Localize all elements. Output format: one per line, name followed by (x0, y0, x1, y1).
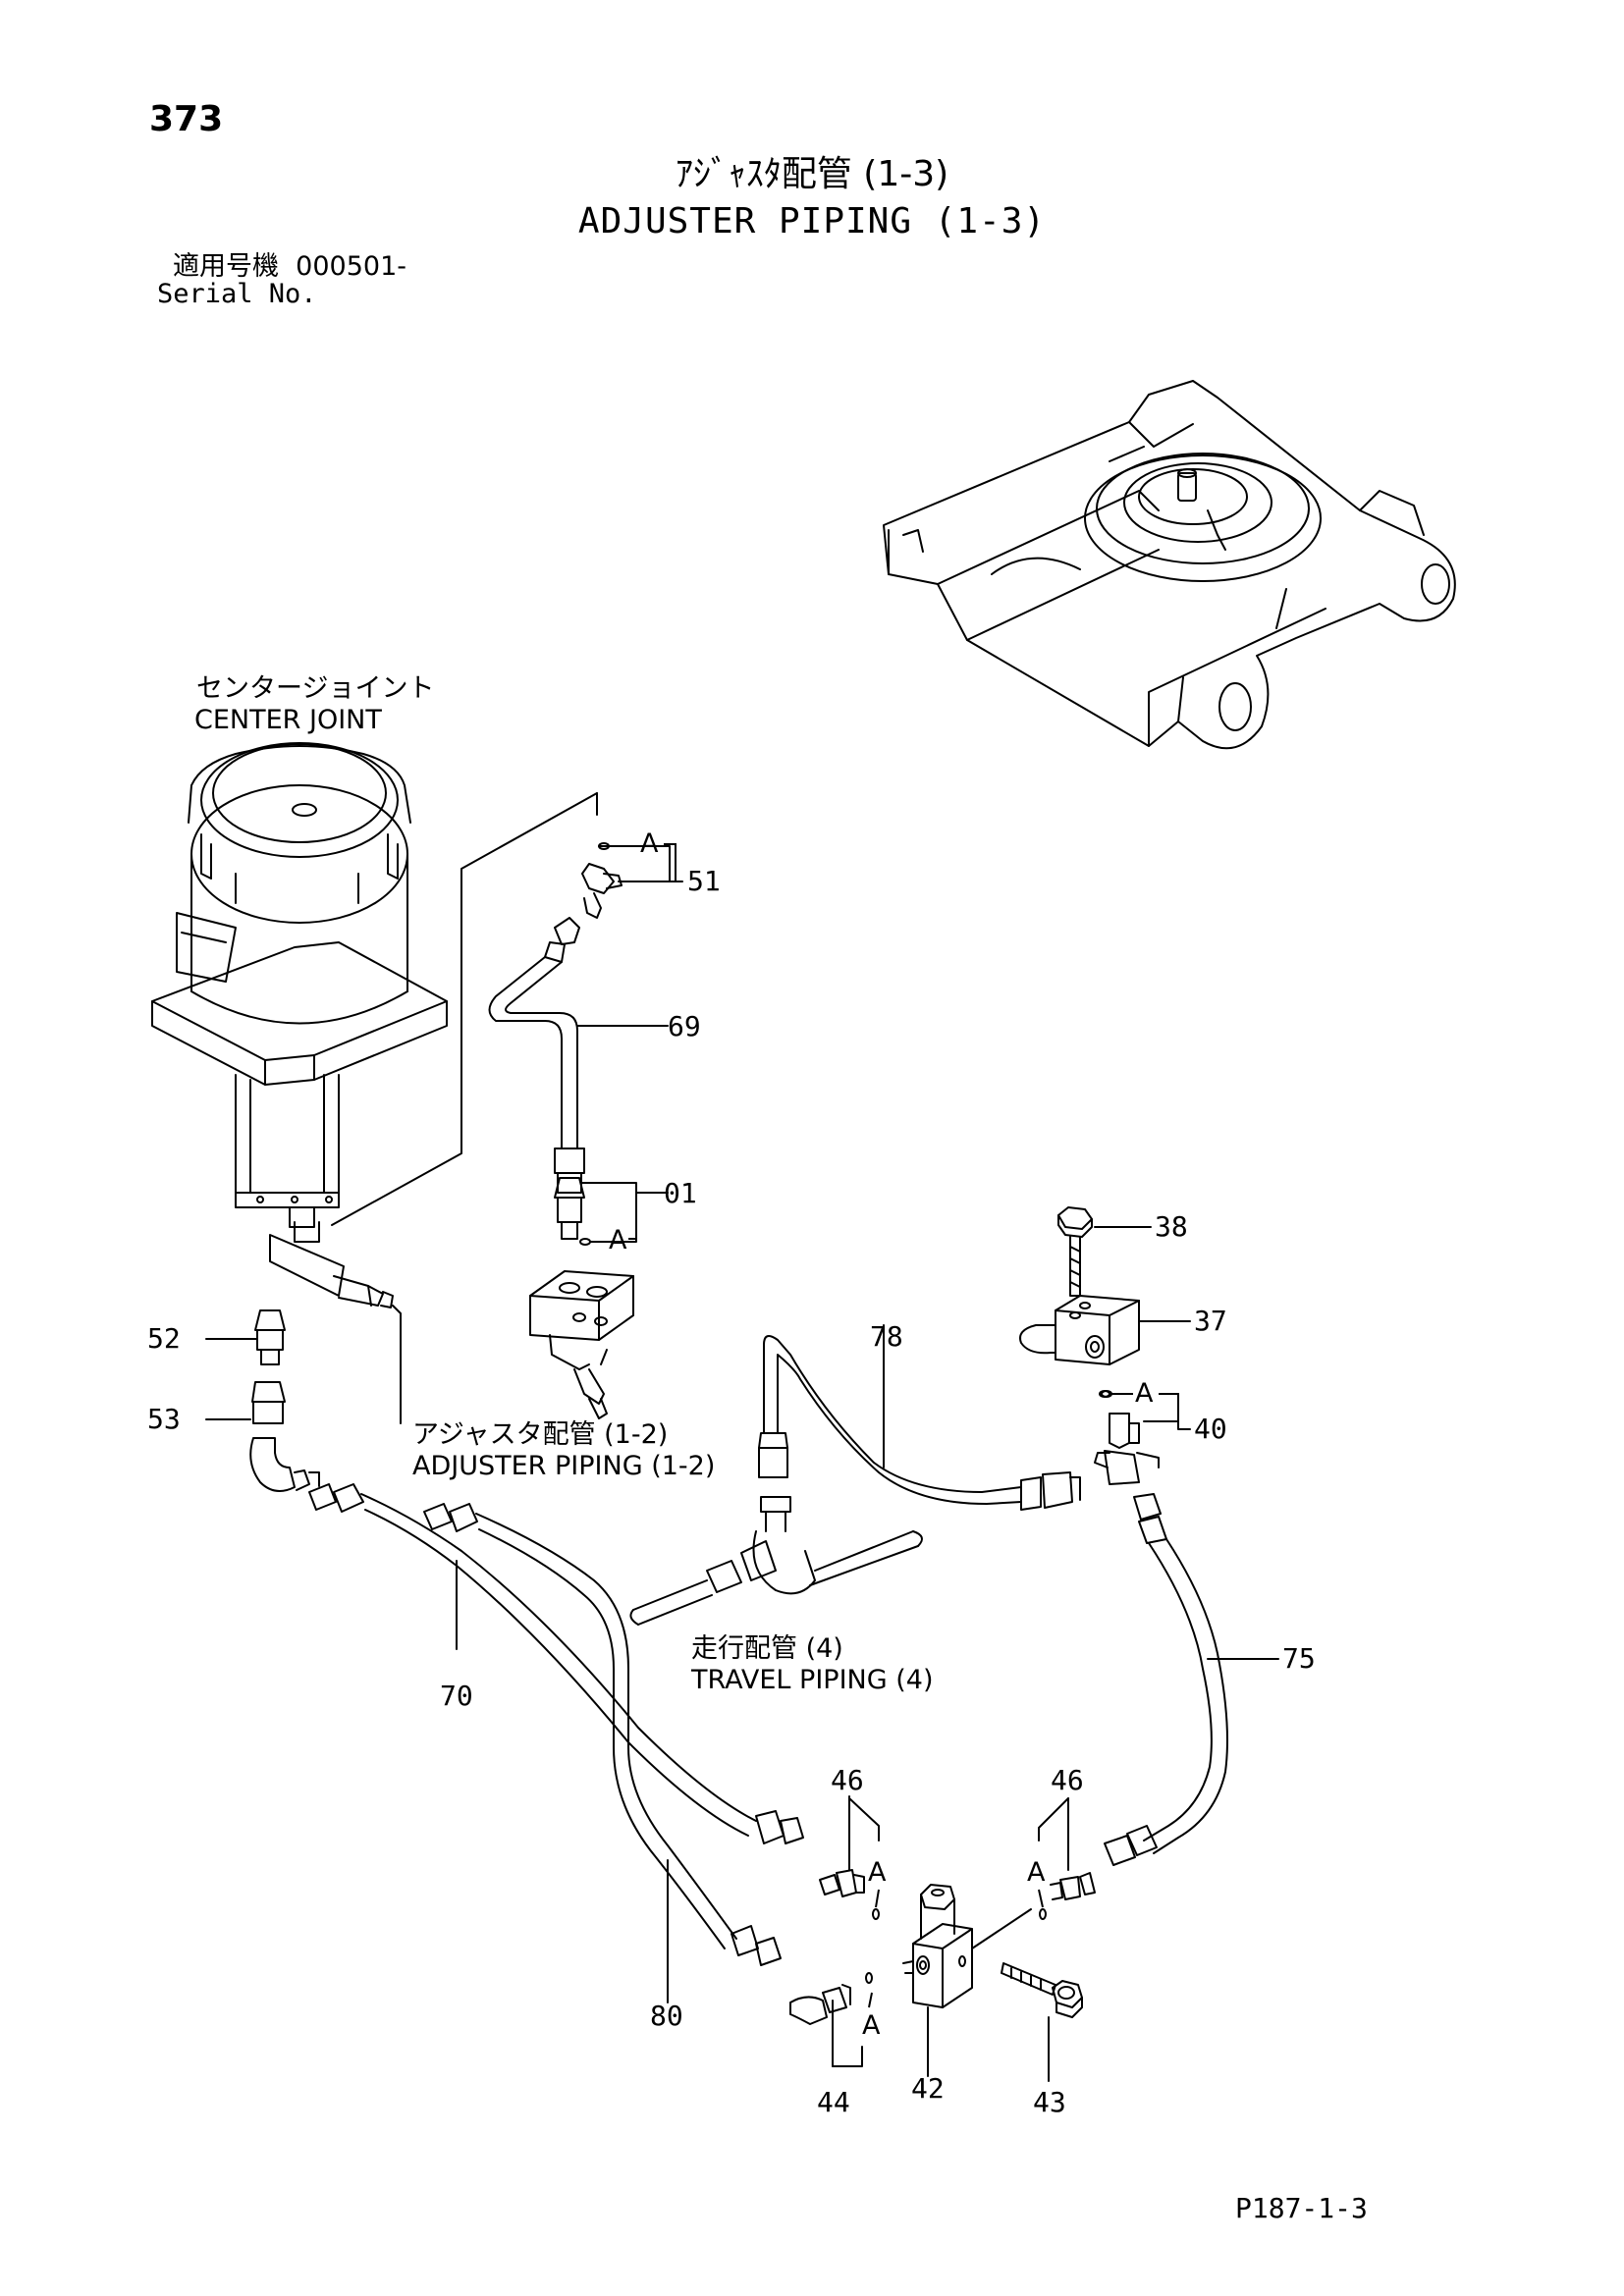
a-40-bracket (1159, 1393, 1179, 1421)
part-number-37: 37 (1194, 1305, 1227, 1337)
part-number-75: 75 (1282, 1642, 1316, 1675)
part-number-80: 80 (650, 2000, 683, 2032)
tee-to-adjuster-leader (393, 1306, 401, 1423)
part-number-78: 78 (870, 1320, 903, 1353)
part-52-nipple (255, 1310, 285, 1364)
part-51-elbow (582, 843, 677, 918)
part-53-elbow (250, 1382, 319, 1491)
footer-code: P187-1-3 (1235, 2192, 1368, 2224)
part-number-42: 42 (911, 2072, 945, 2105)
ref-marker-a-46-left: A (868, 1857, 887, 1888)
o-ring-left-lower (866, 1973, 872, 1983)
part-78-pipe (759, 1325, 1080, 1510)
part-70-hose (309, 1484, 803, 1843)
center-joint-label-en: CENTER JOINT (194, 705, 382, 735)
part-number-46-left: 46 (831, 1764, 864, 1796)
part-44-elbow (790, 1985, 850, 2024)
part-number-52: 52 (147, 1322, 181, 1355)
ref-marker-a-01: A (609, 1225, 627, 1255)
a-40-o-ring (1099, 1390, 1110, 1398)
ref-marker-a-51: A (640, 828, 659, 859)
serial-line: 適用号機 000501- (173, 253, 406, 280)
adjuster-piping-ref-en: ADJUSTER PIPING (1-2) (412, 1451, 716, 1481)
track-frame-illustration (884, 381, 1455, 748)
adjuster-piping-ref-jp: アジャスタ配管 (1-2) (412, 1419, 669, 1450)
part-69-pipe (490, 918, 669, 1193)
part-number-53: 53 (147, 1403, 181, 1435)
part-number-43: 43 (1033, 2086, 1066, 2118)
title-japanese: ｱｼﾞｬｽﾀ配管 (1-3) (675, 154, 949, 194)
part-75-hose (1105, 1494, 1278, 1865)
a-46-right-leader (1038, 1889, 1044, 1908)
part-46-left-fitting (820, 1870, 864, 1896)
part-46-left-bracket (849, 1798, 879, 1841)
part-43-bolt (1001, 1963, 1082, 2017)
o-ring-right-upper (1040, 1909, 1046, 1919)
part-46-right-bracket (1039, 1798, 1068, 1841)
adjuster-valve-block (530, 1271, 633, 1418)
travel-piping-ref-en: TRAVEL PIPING (4) (691, 1665, 934, 1695)
page-number: 373 (149, 99, 224, 139)
part-number-38: 38 (1155, 1210, 1188, 1243)
part-37-block (1020, 1296, 1139, 1364)
part-44-bracket (833, 2047, 862, 2066)
part-46-right-fitting (1051, 1873, 1095, 1899)
part-number-40: 40 (1194, 1413, 1227, 1445)
part-number-69: 69 (668, 1010, 701, 1042)
ref-marker-a-46-right: A (1027, 1857, 1046, 1888)
ref-marker-a-44: A (862, 2010, 881, 2041)
part-80-hose (424, 1504, 781, 2002)
title-english: ADJUSTER PIPING (1-3) (577, 201, 1047, 241)
ref-marker-a-40: A (1135, 1378, 1154, 1409)
part-42-block (903, 1885, 1031, 2007)
center-joint-tee-fitting (270, 1222, 393, 1308)
a-44-leader (868, 1992, 873, 2008)
serial-label-jp: 適用号機 (173, 251, 279, 282)
travel-piping-ref-jp: 走行配管 (4) (691, 1633, 843, 1664)
part-number-51: 51 (687, 865, 721, 897)
part-number-44: 44 (817, 2086, 850, 2118)
part-number-70: 70 (440, 1680, 473, 1712)
serial-value: 000501- (296, 251, 406, 282)
travel-piping-illustration (630, 1497, 922, 1625)
part-number-01: 01 (664, 1177, 697, 1209)
a-46-left-leader (875, 1889, 880, 1908)
part-01-fitting (555, 1178, 668, 1245)
center-joint-leader (332, 793, 597, 1225)
a-51-leader (664, 843, 677, 881)
center-joint-label-jp: センタージョイント (196, 673, 435, 704)
part-40-bracket (1144, 1421, 1190, 1429)
serial-label-en: Serial No. (157, 279, 317, 309)
o-ring-left-upper (873, 1909, 879, 1919)
center-joint-illustration (152, 743, 447, 1227)
part-38-bolt (1058, 1207, 1092, 1296)
part-number-46-right: 46 (1051, 1764, 1084, 1796)
